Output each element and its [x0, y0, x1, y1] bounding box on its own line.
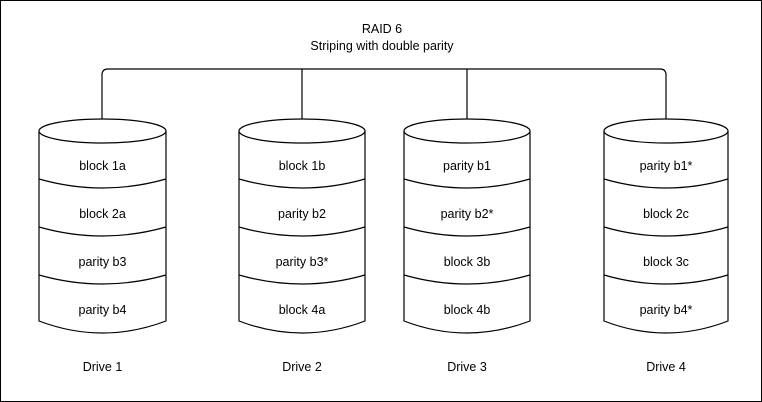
drive-2-divider-2 — [238, 226, 366, 237]
drive-3-cell-2: parity b2* — [441, 207, 494, 221]
drive-2-cell-2: parity b2 — [278, 207, 326, 221]
drive-2-top-ellipse — [238, 118, 366, 144]
drive-2-cell-1: block 1b — [279, 159, 326, 173]
drive-4-cell-2: block 2c — [643, 207, 689, 221]
drive-3-cell-1: parity b1 — [443, 159, 491, 173]
drive-1-cell-2: block 2a — [79, 207, 126, 221]
drive-4-divider-3 — [603, 274, 729, 285]
drive-3-cell-3: block 3b — [444, 255, 491, 269]
drive-4-top-ellipse — [603, 118, 729, 144]
drive-3-cell-4: block 4b — [444, 303, 491, 317]
connector-bus — [101, 68, 667, 131]
drive-1-cell-1: block 1a — [79, 159, 126, 173]
drive-4-label: Drive 4 — [646, 360, 686, 374]
drive-1-divider-3 — [38, 274, 167, 285]
drive-3[interactable]: parity b1 parity b2* block 3b block 4b D… — [403, 118, 531, 374]
drive-1-cell-3: parity b3 — [79, 255, 127, 269]
drive-1-body — [38, 130, 167, 334]
drive-4[interactable]: parity b1* block 2c block 3c parity b4* … — [603, 118, 729, 374]
drive-2-body — [238, 130, 366, 334]
drive-1-cell-4: parity b4 — [79, 303, 127, 317]
drive-2[interactable]: block 1b parity b2 parity b3* block 4a D… — [238, 118, 366, 374]
drive-1-divider-1 — [38, 178, 167, 189]
drive-2-divider-3 — [238, 274, 366, 285]
drive-4-divider-2 — [603, 226, 729, 237]
drive-3-divider-2 — [403, 226, 531, 237]
drive-1-divider-2 — [38, 226, 167, 237]
drive-4-divider-1 — [603, 178, 729, 189]
drive-2-cell-3: parity b3* — [276, 255, 329, 269]
drive-4-cell-1: parity b1* — [640, 159, 693, 173]
drive-3-top-ellipse — [403, 118, 531, 144]
drive-3-divider-3 — [403, 274, 531, 285]
drive-1-top-ellipse — [38, 118, 167, 144]
drive-1-label: Drive 1 — [83, 360, 123, 374]
diagram-title-line2: Striping with double parity — [310, 39, 454, 53]
diagram-title-line1: RAID 6 — [362, 22, 402, 36]
drive-4-cell-4: parity b4* — [640, 303, 693, 317]
drive-2-divider-1 — [238, 178, 366, 189]
drive-3-divider-1 — [403, 178, 531, 189]
drive-1[interactable]: block 1a block 2a parity b3 parity b4 Dr… — [38, 118, 167, 374]
drive-3-body — [403, 130, 531, 334]
drive-3-label: Drive 3 — [447, 360, 487, 374]
drive-4-cell-3: block 3c — [643, 255, 689, 269]
drive-2-cell-4: block 4a — [279, 303, 326, 317]
drive-2-label: Drive 2 — [282, 360, 322, 374]
drive-4-body — [603, 130, 729, 334]
